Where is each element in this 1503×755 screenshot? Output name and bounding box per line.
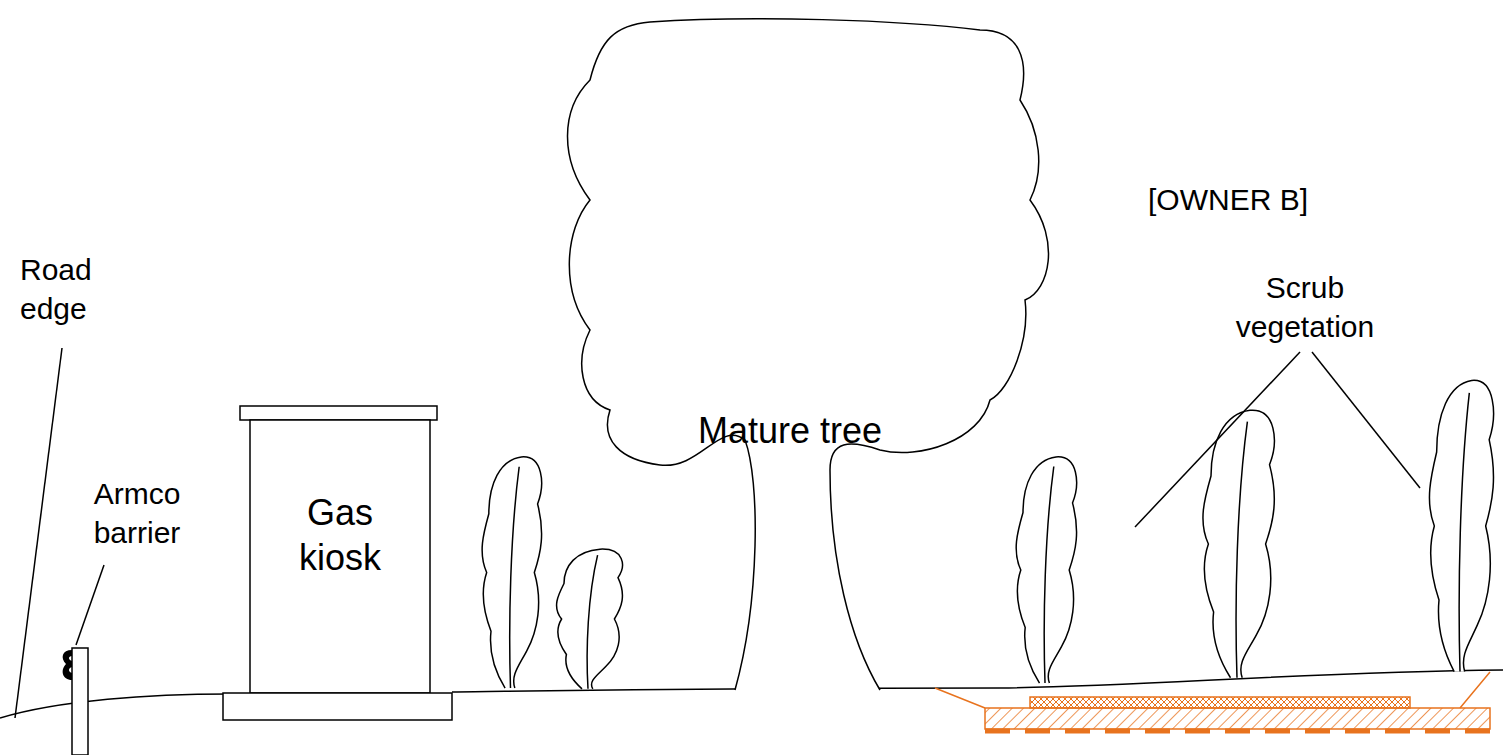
gas-kiosk: Gas kiosk — [250, 420, 430, 650]
node-label: Mature tree — [698, 408, 882, 453]
owner-label: [OWNER B] — [1148, 180, 1378, 219]
road-label: Road edge — [20, 250, 130, 328]
vegetation-label: Scrub vegetation — [1205, 268, 1405, 346]
barrier-label: Armco barrier — [72, 474, 202, 552]
node-label: Gas kiosk — [275, 490, 405, 580]
mature-tree: Mature tree — [660, 390, 920, 470]
